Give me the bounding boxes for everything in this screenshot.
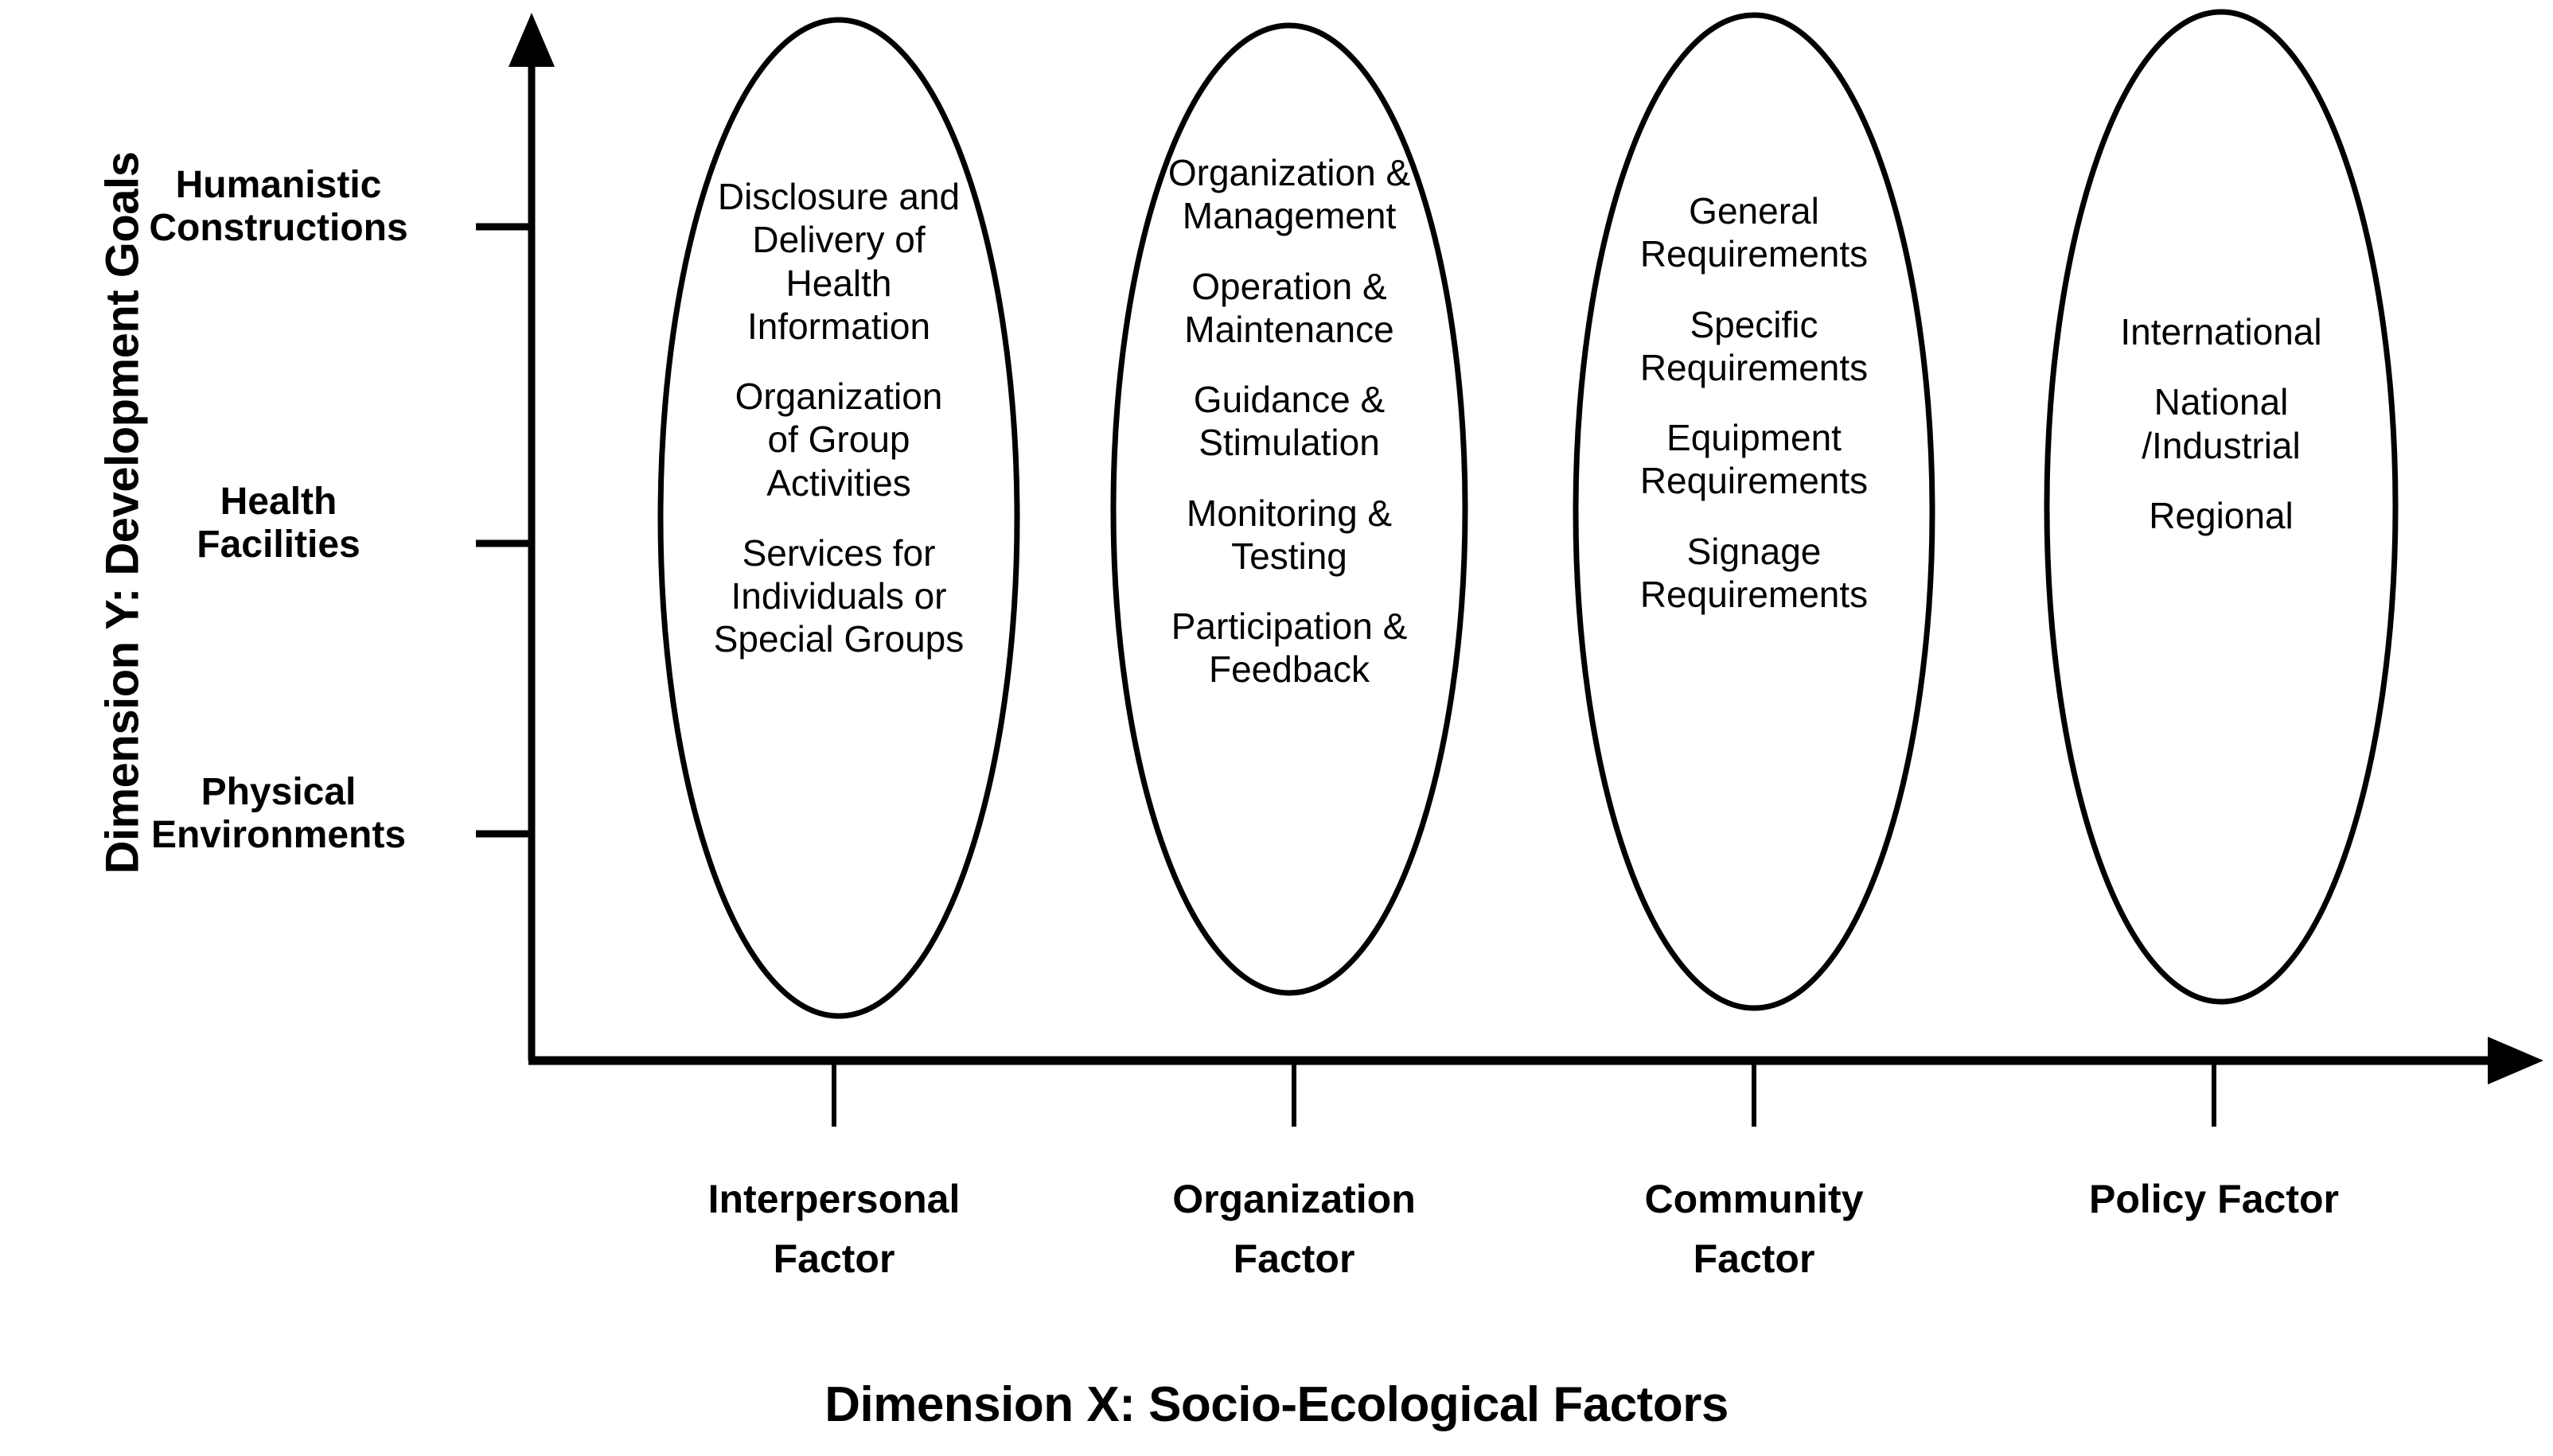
ellipse-item-line: Signage: [1686, 530, 1822, 572]
y-tick-label-health: Health Facilities: [72, 481, 485, 566]
ellipse-organization-factor: [1110, 22, 1468, 996]
y-tick-label-humanistic-line2: Constructions: [149, 206, 408, 249]
y-tick-label-physical: Physical Environments: [72, 771, 485, 857]
x-axis-title: Dimension X: Socio-Ecological Factors: [824, 1377, 1729, 1432]
y-tick-label-physical-line2: Environments: [150, 813, 407, 856]
ellipse-item-line: Participation &: [1171, 605, 1408, 648]
ellipse-item-line: Information: [746, 305, 931, 347]
ellipse-item-line: Equipment: [1666, 417, 1842, 459]
y-tick-label-physical-line1: Physical: [201, 771, 357, 813]
x-tick-label-community-line1: Community: [1644, 1177, 1864, 1221]
ellipse-item-line: National: [2153, 381, 2289, 423]
ellipse-item-line: Management: [1182, 195, 1397, 237]
ellipse-item-line: Requirements: [1639, 346, 1869, 388]
x-tick-label-interpersonal-line2: Factor: [773, 1236, 895, 1281]
y-tick-label-humanistic: Humanistic Constructions: [72, 164, 485, 250]
ellipse-item-line: Testing: [1231, 535, 1347, 577]
ellipse-item: Operation &Maintenance: [1114, 265, 1464, 352]
ellipse-item-line: Feedback: [1208, 648, 1370, 691]
x-tick-label-policy-line1: Policy Factor: [2089, 1177, 2339, 1221]
y-tick-label-health-line2: Facilities: [197, 523, 361, 566]
ellipse-item-line: Activities: [766, 461, 911, 504]
ellipse-item-line: Monitoring &: [1186, 492, 1393, 534]
ellipse-item-line: Requirements: [1639, 460, 1869, 502]
ellipse-item-line: Special Groups: [713, 618, 965, 660]
ellipse-item-line: Requirements: [1639, 573, 1869, 615]
y-tick-label-health-line1: Health: [220, 481, 337, 523]
x-tick-label-interpersonal: Interpersonal Factor: [651, 1170, 1017, 1289]
x-tick-label-organization-line1: Organization: [1172, 1177, 1416, 1221]
ellipse-item-line: Maintenance: [1184, 308, 1394, 350]
ellipse-item: Organization &Management: [1114, 151, 1464, 238]
x-tick-label-community: Community Factor: [1571, 1170, 1937, 1289]
x-tick-label-policy: Policy Factor: [2031, 1170, 2397, 1229]
ellipse-item-line: General: [1689, 190, 1819, 232]
ellipse-item-line: Delivery of: [752, 219, 926, 261]
ellipse-item-line: Individuals or: [731, 575, 947, 617]
ellipse-item: Monitoring &Testing: [1114, 492, 1464, 578]
x-tick-label-community-line2: Factor: [1693, 1236, 1815, 1281]
ellipse-interpersonal-factor: [657, 17, 1020, 1019]
ellipse-item-line: Specific: [1690, 303, 1818, 345]
ellipse-community-factor: [1573, 12, 1935, 1011]
ellipse-item-line: of Group: [767, 419, 910, 461]
ellipse-item-line: Organization: [735, 376, 943, 418]
ellipse-item: International: [2048, 310, 2394, 353]
ellipse-item: Regional: [2048, 494, 2394, 537]
ellipse-item-line: Organization &: [1167, 152, 1411, 193]
ellipse-item-line: Services for: [742, 531, 936, 574]
x-tick-label-organization: Organization Factor: [1111, 1170, 1477, 1289]
ellipse-policy-factor: [2044, 9, 2399, 1005]
ellipse-item-line: Health: [785, 262, 892, 304]
y-axis: [476, 13, 555, 1061]
ellipse-item: National/Industrial: [2048, 380, 2394, 467]
ellipse-item-line: Requirements: [1639, 233, 1869, 275]
ellipse-item-line: Stimulation: [1199, 422, 1380, 464]
y-tick-label-humanistic-line1: Humanistic: [175, 164, 382, 206]
ellipse-item: Participation &Feedback: [1114, 605, 1464, 691]
ellipse-item-line: /Industrial: [2142, 424, 2301, 466]
ellipse-item-line: Guidance &: [1193, 379, 1386, 421]
ellipse-item-line: Operation &: [1191, 265, 1387, 307]
ellipse-item-line: International: [2120, 311, 2322, 352]
ellipse-item: Guidance &Stimulation: [1114, 378, 1464, 465]
ellipse-item-line: Regional: [2149, 494, 2294, 536]
x-tick-label-interpersonal-line1: Interpersonal: [707, 1177, 961, 1221]
x-tick-label-organization-line2: Factor: [1233, 1236, 1355, 1281]
x-axis: [528, 1037, 2543, 1127]
ellipse-item-line: Disclosure and: [717, 176, 961, 217]
